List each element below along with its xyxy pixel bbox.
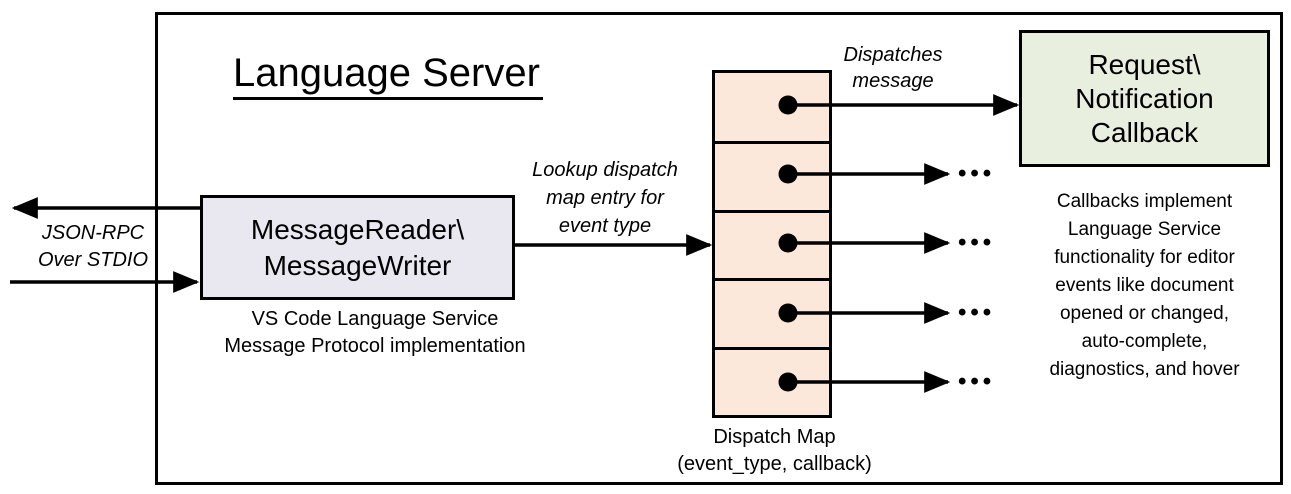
reader-box-line2: MessageWriter <box>263 249 452 281</box>
dispatch-map-cell-4 <box>715 278 829 347</box>
dispatches-message-label: Dispatches message <box>808 42 978 94</box>
json-rpc-label-line2: Over STDIO <box>37 249 148 271</box>
callbacks-note-line1: Callbacks implement <box>1056 191 1233 212</box>
callbacks-note-line3: functionality for editor <box>1054 247 1235 268</box>
dispatch-map-cell-5 <box>715 346 829 415</box>
ellipsis-row-2: ••• <box>958 160 996 187</box>
dispatch-map-caption: Dispatch Map (event_type, callback) <box>652 424 897 478</box>
callback-box-line3: Callback <box>1090 116 1199 148</box>
callback-box-line1: Request\ <box>1088 48 1201 80</box>
ellipsis-row-3: ••• <box>958 229 996 256</box>
message-reader-writer-box: MessageReader\ MessageWriter <box>200 195 515 300</box>
reader-caption-line1: VS Code Language Service <box>251 308 499 330</box>
callbacks-note-line7: diagnostics, and hover <box>1049 359 1240 380</box>
lookup-dispatch-label: Lookup dispatch map entry for event type <box>520 156 690 240</box>
ellipsis-row-4: ••• <box>958 299 996 326</box>
json-rpc-stdio-label: JSON-RPC Over STDIO <box>18 220 168 274</box>
callbacks-note: Callbacks implement Language Service fun… <box>1022 188 1267 384</box>
dispatches-label-line2: message <box>852 70 934 92</box>
json-rpc-label-line1: JSON-RPC <box>41 222 145 244</box>
dispatch-map-cell-3 <box>715 209 829 279</box>
callbacks-note-line4: events like document <box>1055 275 1234 296</box>
lookup-label-line2: map entry for <box>546 187 664 209</box>
dispatch-map-caption-line1: Dispatch Map <box>713 426 836 448</box>
callbacks-note-line2: Language Service <box>1067 219 1222 240</box>
callbacks-note-line6: auto-complete, <box>1081 331 1208 352</box>
dispatch-map <box>712 70 832 418</box>
reader-box-caption: VS Code Language Service Message Protoco… <box>195 306 555 360</box>
dispatch-map-cell-2 <box>715 141 829 210</box>
callbacks-note-line5: opened or changed, <box>1059 303 1230 324</box>
dispatch-map-cell-1 <box>715 73 829 142</box>
dispatch-map-caption-line2: (event_type, callback) <box>677 453 872 475</box>
reader-box-line1: MessageReader\ <box>250 213 465 245</box>
reader-caption-line2: Message Protocol implementation <box>224 335 526 357</box>
dispatches-label-line1: Dispatches <box>843 44 943 66</box>
lookup-label-line3: event type <box>558 215 652 237</box>
ellipsis-row-5: ••• <box>958 368 996 395</box>
callback-box-line2: Notification <box>1075 82 1214 114</box>
request-notification-callback-box: Request\ Notification Callback <box>1019 30 1270 167</box>
diagram-title: Language Server <box>233 50 543 100</box>
lookup-label-line1: Lookup dispatch <box>532 159 678 181</box>
